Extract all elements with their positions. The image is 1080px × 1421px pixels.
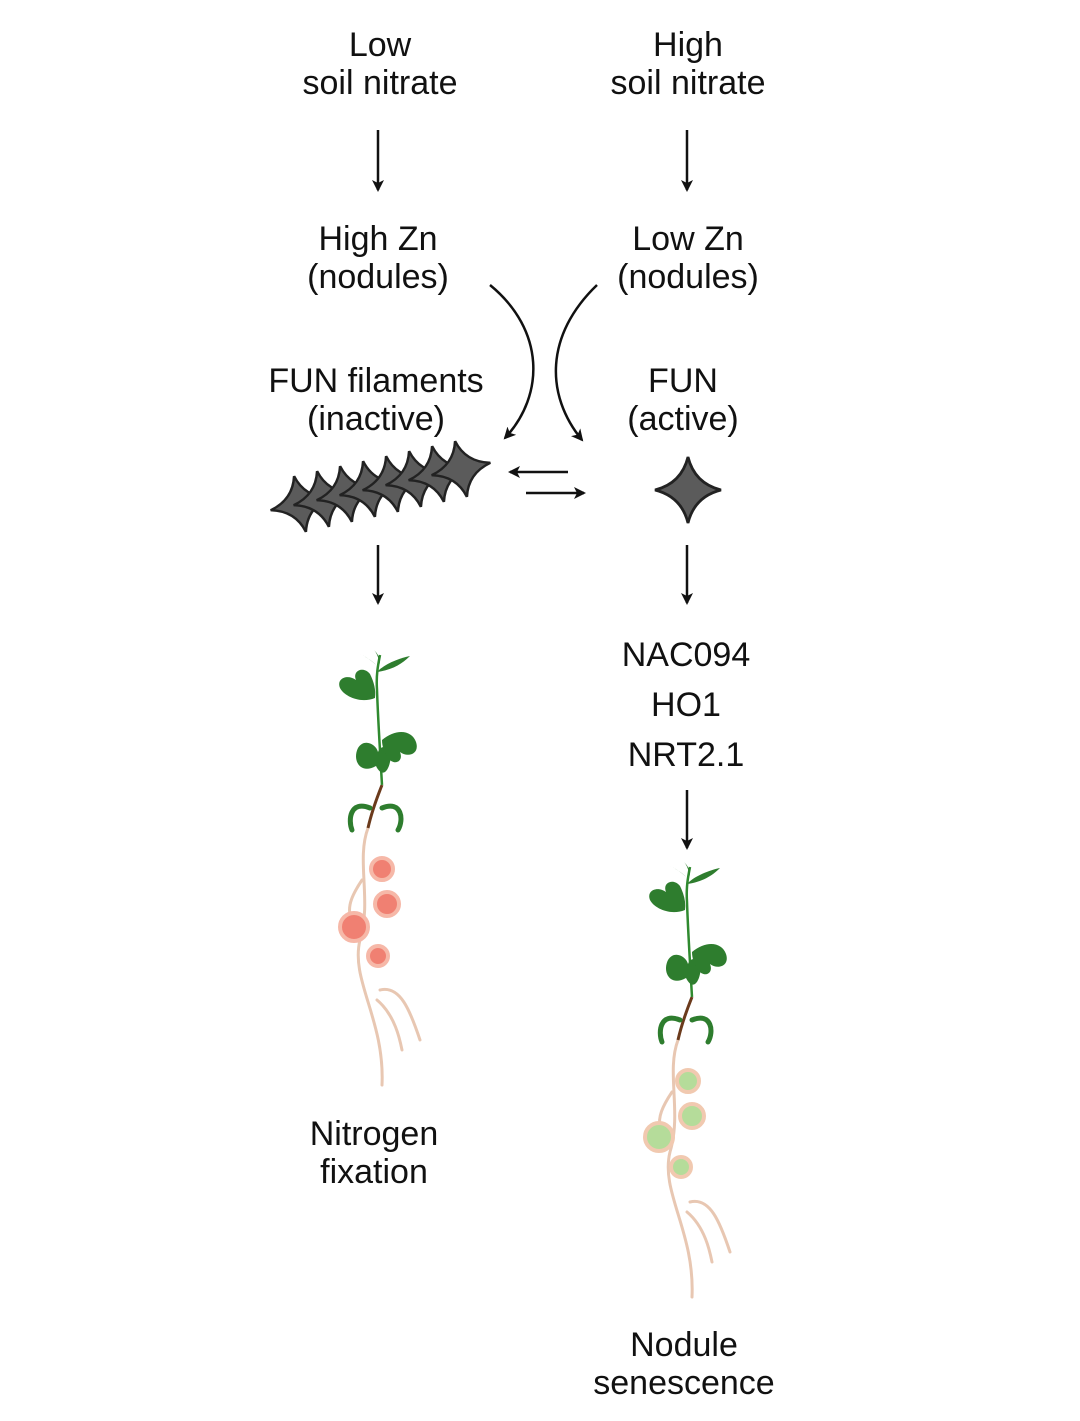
cotyledon — [347, 803, 373, 833]
fun-filaments-line2: (inactive) — [307, 400, 445, 438]
low-zn-line2: (nodules) — [617, 258, 759, 296]
nodule-senescence-label: Nodule senescence — [593, 1326, 774, 1402]
low-zn-nodules-label: Low Zn (nodules) — [617, 220, 759, 296]
fun-active-line1: FUN — [648, 362, 718, 400]
target-genes-list: NAC094 HO1 NRT2.1 — [622, 630, 751, 780]
leaf — [684, 862, 690, 876]
curved-arrow-low-zn-to-active-fun — [554, 284, 598, 442]
nitrogen-fixation-line2: fixation — [320, 1153, 428, 1191]
gene-ho1: HO1 — [651, 686, 721, 724]
nodule-senescence-line1: Nodule — [630, 1326, 738, 1364]
high-soil-nitrate-line2: soil nitrate — [610, 64, 766, 102]
leaf — [670, 866, 689, 880]
cotyledon — [689, 1015, 714, 1045]
nitrogen-fixation-line1: Nitrogen — [309, 1115, 439, 1153]
fun-active-line2: (active) — [627, 400, 739, 438]
plant-with-pink-nodules-icon — [338, 650, 422, 1087]
nodules-senescent — [643, 1068, 706, 1179]
high-soil-nitrate-label: High soil nitrate — [611, 26, 766, 102]
fun-filament-icon — [263, 433, 498, 540]
leaf — [339, 669, 376, 701]
lateral-root — [375, 998, 404, 1052]
fun-filaments-inactive-label: FUN filaments (inactive) — [268, 362, 483, 438]
leaf — [687, 868, 720, 884]
nodules-fixing — [338, 856, 401, 968]
fun-filaments-line1: FUN filaments — [268, 362, 484, 400]
gene-nrt2-1: NRT2.1 — [627, 736, 745, 774]
low-soil-nitrate-label: Low soil nitrate — [303, 26, 458, 102]
fun-monomer-icon — [653, 455, 723, 525]
lateral-root — [685, 1210, 714, 1264]
leaf — [374, 650, 380, 664]
fun-active-label: FUN (active) — [627, 362, 738, 438]
leaf — [649, 881, 686, 913]
lower-stem — [676, 996, 694, 1041]
low-zn-line1: Low Zn — [632, 220, 744, 258]
high-zn-line2: (nodules) — [307, 258, 449, 296]
leaf — [666, 954, 701, 985]
leaf — [356, 742, 391, 773]
equilibrium-arrows-icon — [508, 466, 586, 499]
lateral-root — [348, 878, 364, 917]
cotyledon — [379, 803, 404, 833]
cotyledon — [657, 1015, 683, 1045]
high-zn-line1: High Zn — [318, 220, 438, 258]
lateral-root — [688, 1199, 732, 1254]
low-soil-nitrate-line1: Low — [348, 26, 412, 64]
lower-stem — [366, 784, 384, 829]
leaf — [377, 656, 410, 672]
gene-nac094: NAC094 — [621, 636, 751, 674]
high-zn-nodules-label: High Zn (nodules) — [307, 220, 449, 296]
lateral-root — [378, 987, 422, 1042]
leaf — [360, 654, 379, 668]
curved-arrow-high-zn-to-filaments — [489, 284, 535, 440]
nitrogen-fixation-label: Nitrogen fixation — [310, 1115, 439, 1191]
high-soil-nitrate-line1: High — [653, 26, 723, 64]
low-soil-nitrate-line2: soil nitrate — [302, 64, 458, 102]
nodule-senescence-line2: senescence — [593, 1364, 775, 1402]
leaf — [382, 731, 417, 763]
main-root — [666, 1038, 694, 1299]
leaf — [692, 943, 727, 975]
plant-with-green-nodules-icon — [643, 862, 732, 1299]
